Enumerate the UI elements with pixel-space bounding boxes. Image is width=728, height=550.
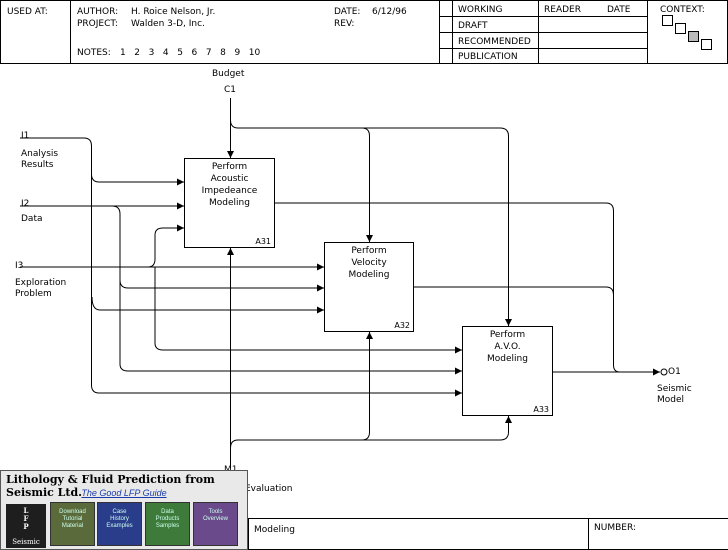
- status-working: WORKING: [458, 5, 503, 15]
- notes-label: NOTES:: [77, 48, 111, 58]
- activity-a32-id: A32: [394, 321, 410, 330]
- arrow-i2-a33: [111, 205, 462, 375]
- status-publication: PUBLICATION: [458, 52, 518, 62]
- rev-label: REV:: [334, 19, 355, 29]
- date-value: 6/12/96: [372, 7, 407, 17]
- arrow-i3-a31: [147, 224, 184, 268]
- input-i3-name: Exploration Problem: [15, 278, 67, 299]
- lfp-thumb-case-history[interactable]: Case History Examples: [97, 502, 142, 546]
- project-label: PROJECT:: [77, 19, 118, 29]
- status-draft: DRAFT: [458, 21, 488, 31]
- footer-title-value: Modeling: [254, 525, 295, 535]
- arrow-m1-a32: [230, 332, 373, 449]
- arrow-i3-a33: [154, 267, 462, 354]
- control-c1-name: Budget: [212, 69, 245, 79]
- activity-a32-title: Perform Velocity Modeling: [348, 246, 390, 280]
- notes-numbers: 1 2 3 4 5 6 7 8 9 10: [120, 48, 261, 58]
- activity-a33-id: A33: [533, 405, 549, 414]
- author-label: AUTHOR:: [77, 7, 119, 17]
- author-value: H. Roice Nelson, Jr.: [131, 7, 216, 17]
- output-o1-code: O1: [668, 367, 681, 377]
- reader-label: READER: [544, 5, 581, 15]
- lfp-thumb-tools[interactable]: Tools Overview: [193, 502, 238, 546]
- activity-a33[interactable]: Perform A.V.O. Modeling A33: [462, 326, 553, 416]
- context-label: CONTEXT:: [660, 5, 705, 15]
- control-c1-code: C1: [224, 85, 237, 95]
- lfp-company-name: Lithology & Fluid Prediction from Seismi…: [6, 473, 215, 499]
- arrow-i3-a32b: [91, 296, 324, 314]
- input-i3-code: I3: [15, 261, 24, 271]
- activity-a33-title: Perform A.V.O. Modeling: [487, 330, 528, 364]
- lfp-thumb-tutorial[interactable]: Download Tutorial Material: [50, 502, 95, 546]
- activity-a32[interactable]: Perform Velocity Modeling A32: [324, 242, 414, 332]
- lfp-logo-letters: L F P: [23, 506, 29, 531]
- lfp-banner[interactable]: Lithology & Fluid Prediction from Seismi…: [0, 470, 248, 550]
- footer-number-label: NUMBER:: [594, 523, 636, 533]
- arrow-c1-a33: [362, 127, 512, 326]
- input-i2-name: Data: [21, 214, 43, 224]
- date-label: DATE:: [334, 7, 361, 17]
- input-i2-code: I2: [21, 199, 30, 209]
- arrow-a31-out: [274, 202, 621, 373]
- lfp-guide-link[interactable]: The Good LFP Guide: [81, 488, 167, 498]
- o1-endpoint: [660, 368, 668, 376]
- arrow-a32-out: [413, 286, 614, 296]
- arrow-i1-a31: [91, 173, 184, 186]
- activity-a31[interactable]: Perform Acoustic Impedeance Modeling A31: [184, 158, 275, 248]
- project-value: Walden 3-D, Inc.: [131, 19, 205, 29]
- reader-date-label: DATE: [607, 5, 631, 15]
- arrow-m1-a33: [362, 416, 512, 441]
- mechanism-m1-name: Evaluation: [245, 484, 293, 494]
- status-recommended: RECOMMENDED: [458, 37, 531, 47]
- lfp-logo: L F P Seismic: [6, 504, 46, 548]
- output-o1-name: Seismic Model: [657, 384, 692, 405]
- arrow-i1: [20, 137, 462, 397]
- activity-a31-title: Perform Acoustic Impedeance Modeling: [201, 162, 258, 208]
- input-i1-code: I1: [21, 131, 30, 141]
- input-i1-name: Analysis Results: [21, 149, 59, 170]
- used-at-label: USED AT:: [7, 7, 48, 17]
- lfp-thumb-data-products[interactable]: Data Products Samples: [145, 502, 190, 546]
- arrow-i2-a32: [119, 279, 324, 292]
- lfp-logo-word: Seismic: [12, 538, 40, 546]
- activity-a31-id: A31: [255, 237, 271, 246]
